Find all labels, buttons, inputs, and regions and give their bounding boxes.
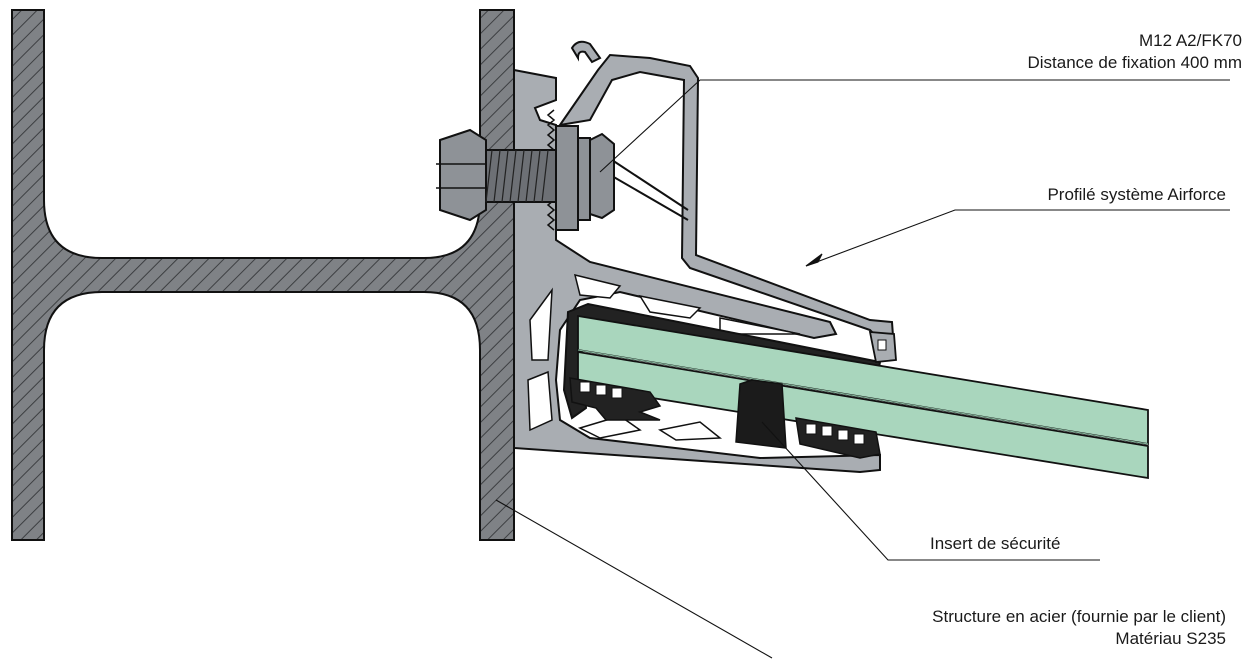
gaskets: [569, 377, 881, 459]
safety-insert: [735, 379, 787, 449]
leader-lines: [495, 79, 1230, 659]
structure-line1: Structure en acier (fournie par le clien…: [932, 607, 1226, 626]
leader-structure: [495, 499, 773, 659]
leader-insert: [761, 421, 1100, 561]
arrow-profile: [805, 253, 823, 267]
bolt-spec-label: M12 A2/FK70 Distance de fixation 400 mm: [1028, 30, 1243, 74]
insert-label: Insert de sécurité: [930, 534, 1061, 553]
bolt-assembly: [436, 125, 615, 231]
end-clip: [868, 331, 897, 363]
steel-i-beam: [11, 9, 515, 541]
profile-label: Profilé système Airforce: [1047, 185, 1226, 204]
structure-label: Structure en acier (fournie par le clien…: [932, 606, 1226, 650]
bolt-spec-line1: M12 A2/FK70: [1138, 31, 1242, 50]
leader-profile: [805, 209, 1230, 267]
glass-panel: [562, 302, 1149, 480]
structure-line2: Matériau S235: [1115, 629, 1226, 648]
airforce-profile: [513, 40, 895, 474]
bolt-spec-line2: Distance de fixation 400 mm: [1027, 53, 1243, 72]
leader-bolt: [599, 79, 1230, 173]
